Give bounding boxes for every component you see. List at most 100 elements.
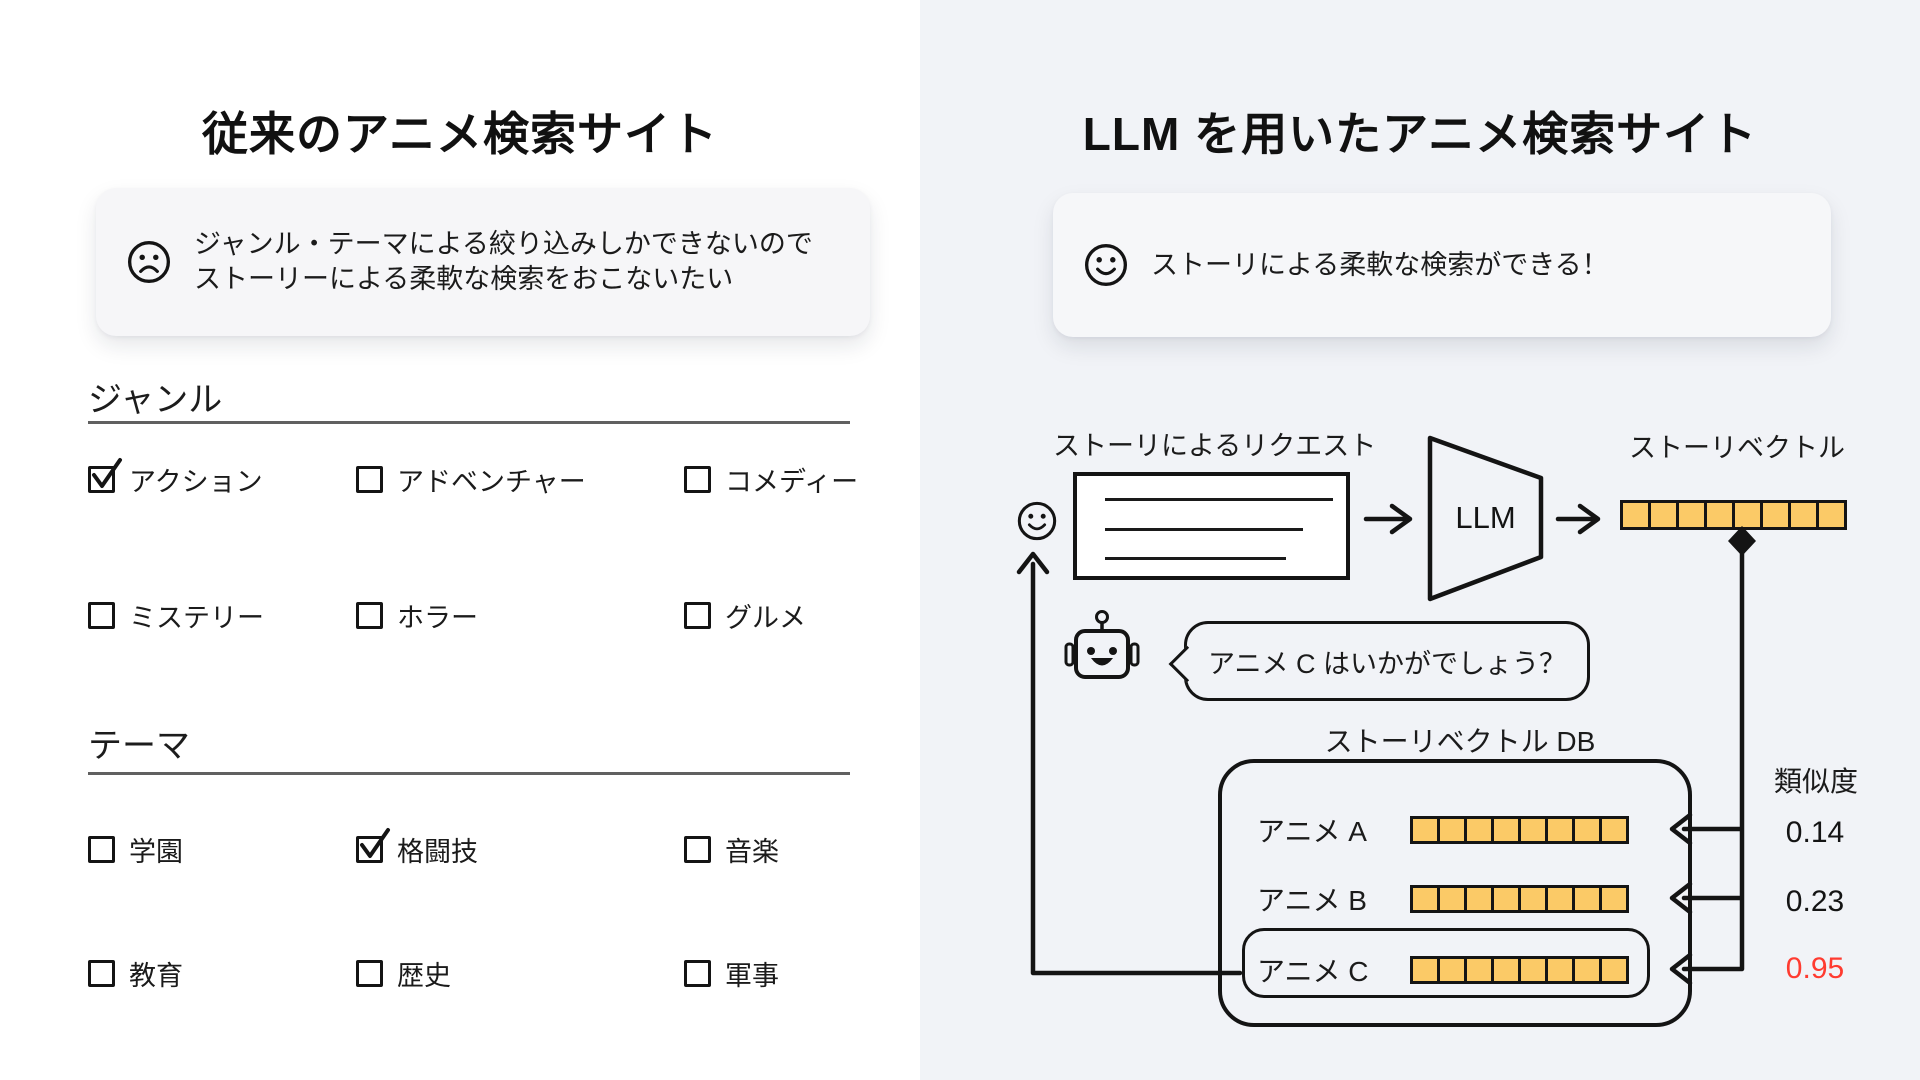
theme-section-heading: テーマ — [88, 727, 190, 765]
story-vector-label: ストーリベクトル — [1629, 433, 1845, 463]
similarity-score-c: 0.95 — [1785, 952, 1845, 985]
vector-cell — [1788, 500, 1819, 530]
benefit-text: ストーリによる柔軟な検索ができる！ — [1151, 249, 1609, 280]
genre-section-divider — [88, 421, 850, 424]
db-row-anime-b: アニメ B — [1257, 882, 1629, 916]
vector-cell — [1545, 816, 1575, 844]
checkbox-item-music[interactable]: 音楽 — [684, 832, 779, 867]
checkbox-icon — [684, 835, 711, 863]
checkbox-icon — [356, 959, 383, 987]
vector-cell — [1437, 956, 1467, 984]
checkbox-item-history[interactable]: 歴史 — [356, 956, 451, 991]
theme-section-divider — [88, 772, 850, 775]
story-vector — [1620, 500, 1847, 530]
vector-cell — [1491, 956, 1521, 984]
best-match-highlight-box — [1242, 928, 1650, 998]
text-line — [1105, 498, 1333, 501]
llm-label: LLM — [1455, 500, 1516, 535]
vector-cell — [1704, 500, 1735, 530]
request-document — [1073, 472, 1350, 580]
vector-cell — [1410, 885, 1440, 913]
traditional-search-panel: 従来のアニメ検索サイト ジャンル・テーマによる絞り込みしかできないので ストーリ… — [0, 0, 920, 1080]
vector-cell — [1437, 885, 1467, 913]
vector-cell — [1676, 500, 1707, 530]
text-line — [1105, 528, 1303, 531]
vector-cell — [1599, 956, 1629, 984]
vector-cell — [1464, 885, 1494, 913]
checkbox-icon — [684, 601, 711, 629]
db-row-anime-c: アニメ C — [1257, 953, 1629, 987]
checkmark-icon — [360, 827, 390, 858]
checkbox-icon — [356, 827, 390, 863]
checkbox-label: アクション — [129, 466, 263, 497]
vector-cell — [1437, 816, 1467, 844]
checkbox-item-military[interactable]: 軍事 — [684, 956, 779, 991]
checkbox-label: コメディー — [725, 466, 859, 497]
anime-name: アニメ C — [1257, 956, 1369, 987]
vector-cell — [1572, 816, 1602, 844]
checkbox-item-action[interactable]: アクション — [88, 457, 263, 497]
text-line — [1105, 557, 1286, 560]
checkbox-item-education[interactable]: 教育 — [88, 956, 183, 991]
vector-cell — [1572, 885, 1602, 913]
checkbox-item-martial-arts[interactable]: 格闘技 — [356, 827, 478, 867]
arrow-llm-to-vector — [1555, 503, 1601, 535]
anime-name: アニメ B — [1257, 885, 1367, 916]
vector-db-label: ストーリベクトル DB — [1324, 726, 1596, 757]
checkbox-label: 学園 — [129, 836, 183, 867]
checkbox-icon — [88, 457, 122, 493]
checkbox-item-horror[interactable]: ホラー — [356, 598, 478, 633]
checkbox-label: ミステリー — [129, 602, 264, 633]
vector-cell — [1620, 500, 1651, 530]
vector-anchor-diamond — [1728, 526, 1756, 556]
checkbox-label: 音楽 — [725, 836, 779, 867]
checkbox-label: アドベンチャー — [397, 466, 586, 497]
checkbox-label: 教育 — [129, 960, 183, 991]
vector-cell — [1464, 956, 1494, 984]
sad-face-icon — [127, 240, 171, 284]
vector-cell — [1572, 956, 1602, 984]
arrow-request-to-llm — [1363, 503, 1413, 535]
vector-cell — [1518, 956, 1548, 984]
vector-cell — [1491, 885, 1521, 913]
checkbox-label: 格闘技 — [397, 836, 478, 867]
checkbox-item-mystery[interactable]: ミステリー — [88, 598, 264, 633]
checkbox-icon — [356, 601, 383, 629]
checkbox-item-school[interactable]: 学園 — [88, 832, 183, 867]
checkbox-icon — [88, 959, 115, 987]
happy-face-icon — [1084, 243, 1128, 287]
problem-text: ジャンル・テーマによる絞り込みしかできないので ストーリーによる柔軟な検索をおこ… — [194, 227, 813, 297]
vector-cell — [1518, 816, 1548, 844]
request-label: ストーリによるリクエスト — [1053, 431, 1377, 461]
right-panel-title: LLM を用いたアニメ検索サイト — [1082, 108, 1758, 160]
vector-cell — [1410, 956, 1440, 984]
checkmark-icon — [92, 457, 122, 488]
checkbox-item-gourmet[interactable]: グルメ — [684, 598, 806, 633]
benefit-callout: ストーリによる柔軟な検索ができる！ — [1053, 193, 1831, 337]
anime-name: アニメ A — [1257, 816, 1367, 847]
robot-icon — [1064, 610, 1140, 679]
checkbox-item-comedy[interactable]: コメディー — [684, 462, 859, 497]
vector-cell — [1760, 500, 1791, 530]
vector-cell — [1491, 816, 1521, 844]
vector-cell — [1464, 816, 1494, 844]
vector-cell — [1732, 500, 1763, 530]
problem-text-line1: ジャンル・テーマによる絞り込みしかできないので — [194, 229, 813, 259]
checkbox-icon — [684, 959, 711, 987]
vector-cell — [1545, 956, 1575, 984]
vector-cell — [1518, 885, 1548, 913]
anime-vector — [1410, 956, 1629, 984]
user-smiley-icon — [1017, 501, 1057, 541]
similarity-label: 類似度 — [1773, 766, 1858, 797]
similarity-score-b: 0.23 — [1785, 885, 1845, 918]
similarity-score-a: 0.14 — [1785, 816, 1845, 849]
db-row-anime-a: アニメ A — [1257, 813, 1629, 847]
checkbox-item-adventure[interactable]: アドベンチャー — [356, 462, 586, 497]
vector-cell — [1599, 816, 1629, 844]
genre-section-heading: ジャンル — [88, 381, 223, 419]
robot-suggestion-text: アニメ C はいかがでしょう？ — [1208, 648, 1566, 679]
vector-cell — [1599, 885, 1629, 913]
llm-search-panel: LLM を用いたアニメ検索サイト ストーリによる柔軟な検索ができる！ — [920, 0, 1920, 1080]
left-panel-title: 従来のアニメ検索サイト — [201, 108, 719, 160]
